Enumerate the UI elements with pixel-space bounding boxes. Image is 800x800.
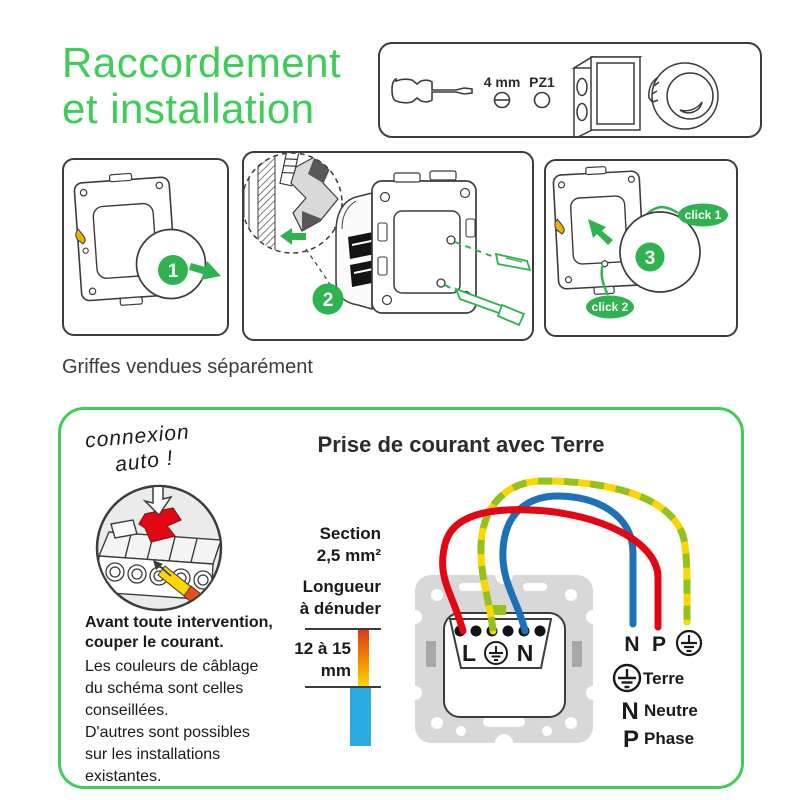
claws-note: Griffes vendues séparément [62, 356, 313, 378]
strip-length-label: Longueur à dénuder [261, 576, 381, 620]
wire-label-earth-icon [675, 629, 703, 657]
stripped-conductor [358, 630, 369, 686]
info-line: D'autres sont possibles [85, 724, 250, 741]
info-line: conseillées. [85, 702, 169, 719]
claw-hint [554, 218, 565, 235]
wire-label-N: N [624, 633, 639, 656]
pozidriv-screw-head-icon [533, 91, 551, 109]
wire-neutral-blue [499, 492, 637, 635]
terminal-label-L: L [462, 640, 476, 666]
wire-section-label: Section 2,5 mm² [261, 523, 381, 567]
click2-badge [586, 295, 634, 319]
click2-label: click 2 [592, 300, 629, 314]
wiring-panel: connexion auto ! [58, 407, 744, 789]
screw-4mm-label: 4 mm [484, 74, 521, 90]
step-1-illustration: 1 [73, 172, 221, 306]
mechanism-plate: L N [408, 566, 600, 752]
strip-mark-bottom [305, 686, 381, 688]
lever-white [110, 519, 138, 539]
wire-earth-green-stripe [477, 477, 691, 632]
wiring-diagram: L N N P [408, 477, 703, 753]
click1-label: click 1 [685, 208, 722, 222]
step-2-number: 2 [323, 290, 334, 311]
finishing-ring-icon [648, 62, 719, 130]
legend-neutre-symbol: N [621, 698, 638, 725]
wall-hatch [257, 153, 276, 253]
info-line: Les couleurs de câblage [85, 658, 259, 675]
strip-length-value: 12 à 15 mm [231, 638, 351, 682]
step-3-badge [635, 242, 665, 272]
panel-heading: Prise de courant avec Terre [317, 432, 605, 457]
page-title-line1: Raccordement [62, 39, 342, 86]
fixing-screw-lower [436, 278, 446, 288]
section-value: 2,5 mm² [316, 546, 381, 565]
press-arrow-icon [142, 487, 173, 517]
strip-word1: Longueur [302, 577, 381, 596]
insert-arrow-icon [153, 560, 163, 570]
lever-red [138, 507, 182, 543]
strip-mark-top [305, 628, 381, 630]
side-tab-right [572, 641, 582, 667]
click1-badge [678, 203, 728, 227]
legend-earth-icon [612, 663, 642, 693]
terminal-label-N: N [517, 640, 534, 666]
screw-4mm: 4 mm [484, 74, 521, 109]
strip-word2: à dénuder [299, 599, 381, 618]
screwdriver-icon [391, 77, 473, 104]
page-title: Raccordement et installation [62, 40, 341, 132]
connexion-auto-line1: connexion [84, 420, 191, 453]
step-2-badge [312, 283, 344, 315]
terminal-earth-icon [484, 641, 508, 665]
legend-neutre-label: Neutre [644, 701, 698, 720]
arrow-upleft-icon [588, 219, 613, 245]
click2-leader [600, 264, 610, 296]
claw-hint [75, 228, 86, 245]
socket-mechanism [335, 170, 477, 314]
step-3-number: 3 [645, 248, 656, 269]
auto-connection-illustration [95, 484, 223, 612]
screwdriver-green-upper [454, 241, 532, 272]
warning-text: Avant toute intervention, couper le cour… [85, 613, 273, 653]
side-tab-left [426, 641, 436, 667]
legend-phase-label: Phase [644, 729, 694, 748]
screw-pz1: PZ1 [529, 74, 555, 109]
click1-leader [646, 205, 679, 215]
arrow-left-icon [280, 228, 306, 245]
release-lever-green [490, 605, 506, 615]
warning-line2: couper le courant. [85, 634, 224, 651]
section-word: Section [319, 524, 381, 543]
legend-phase-symbol: P [623, 726, 639, 753]
step-3-card: 3 click 1 click 2 [544, 159, 738, 337]
step-1-card: 1 [62, 158, 229, 336]
tools-illustration: 4 mm PZ1 [391, 55, 719, 136]
wire-phase-red [439, 506, 662, 635]
insulated-wire [350, 688, 371, 746]
step-2-card: 2 [242, 151, 534, 341]
tools-required-box: 4 mm PZ1 [378, 42, 762, 138]
wire-label-P: P [652, 633, 666, 656]
legend-terre-label: Terre [643, 669, 684, 688]
info-line: existantes. [85, 768, 162, 785]
strip-len1: 12 à 15 [294, 639, 351, 658]
step-1-number: 1 [168, 261, 179, 282]
screw-pz1-label: PZ1 [529, 74, 555, 90]
claw-screw [279, 153, 301, 187]
arrow-right-icon [189, 261, 221, 280]
step-1-badge [158, 255, 188, 285]
strip-len2: mm [320, 661, 351, 680]
screwdriver-green-lower [444, 284, 526, 327]
info-text: Les couleurs de câblage du schéma sont c… [85, 656, 258, 788]
connexion-auto-note: connexion auto ! [84, 420, 190, 476]
step-2-illustration: 2 [244, 153, 532, 327]
flush-mounting-box-icon [571, 55, 643, 136]
info-line: du schéma sont celles [85, 680, 244, 697]
warning-line1: Avant toute intervention, [85, 614, 273, 631]
page-title-line2: et installation [62, 85, 315, 132]
fixing-screw-upper [446, 235, 456, 245]
step-3-illustration: 3 click 1 click 2 [552, 166, 728, 319]
info-line: sur les installations [85, 746, 221, 763]
